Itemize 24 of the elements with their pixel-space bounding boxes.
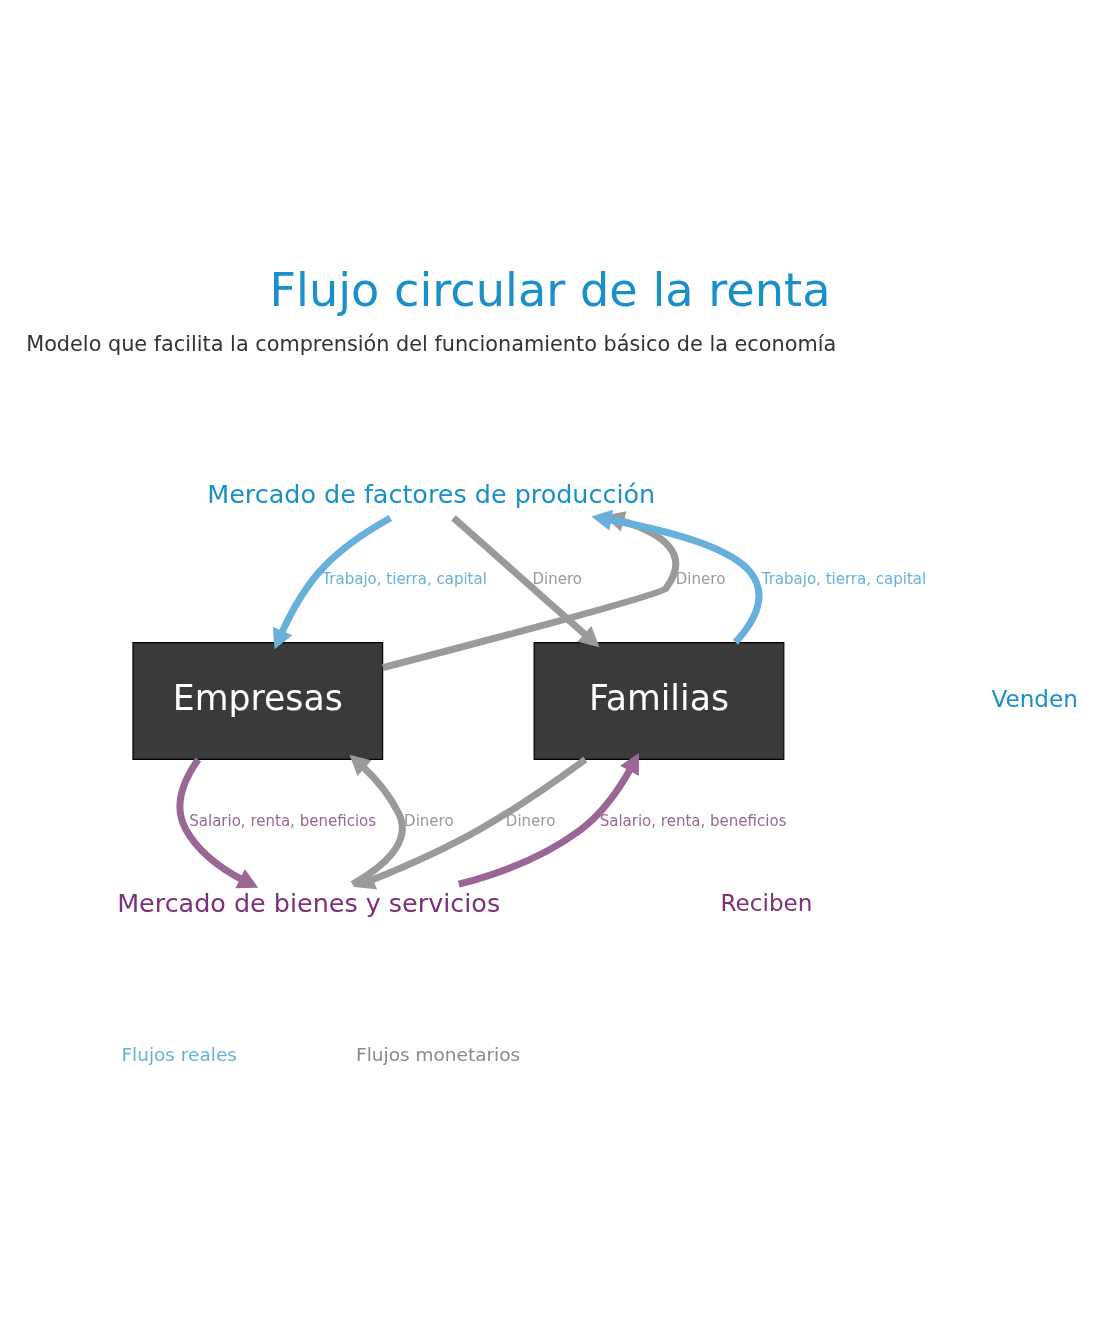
arrow: [176, 757, 259, 888]
edge-label: Dinero: [532, 569, 582, 588]
diagram-title: Flujo circular de la renta: [269, 262, 831, 317]
arrow: [272, 514, 393, 649]
label: Venden: [991, 685, 1078, 712]
arrow: [349, 754, 406, 887]
node-text: Mercado de bienes y servicios: [117, 887, 501, 918]
label: Modelo que facilita la comprensión del funcionamiento básico de la economía: [26, 331, 837, 356]
node-box: Empresas: [132, 641, 384, 760]
edge-label: Trabajo, tierra, capital: [322, 569, 487, 588]
label: Reciben: [720, 889, 813, 916]
edge-label: Trabajo, tierra, capital: [761, 569, 927, 588]
legend-label: Flujos monetarios: [356, 1043, 521, 1065]
edge-label: Dinero: [505, 811, 556, 830]
edge-label: Dinero: [675, 569, 726, 588]
edge-label: Salario, renta, beneficios: [189, 811, 377, 830]
node-box: Familias: [533, 641, 785, 760]
edge-label: Dinero: [404, 811, 454, 830]
edge-label: Salario, renta, beneficios: [599, 811, 787, 830]
arrow: [451, 514, 600, 647]
arrow: [354, 756, 588, 889]
node-text: Mercado de factores de producción: [207, 478, 656, 509]
legend-label: Flujos reales: [121, 1043, 237, 1065]
arrow: [457, 752, 640, 888]
